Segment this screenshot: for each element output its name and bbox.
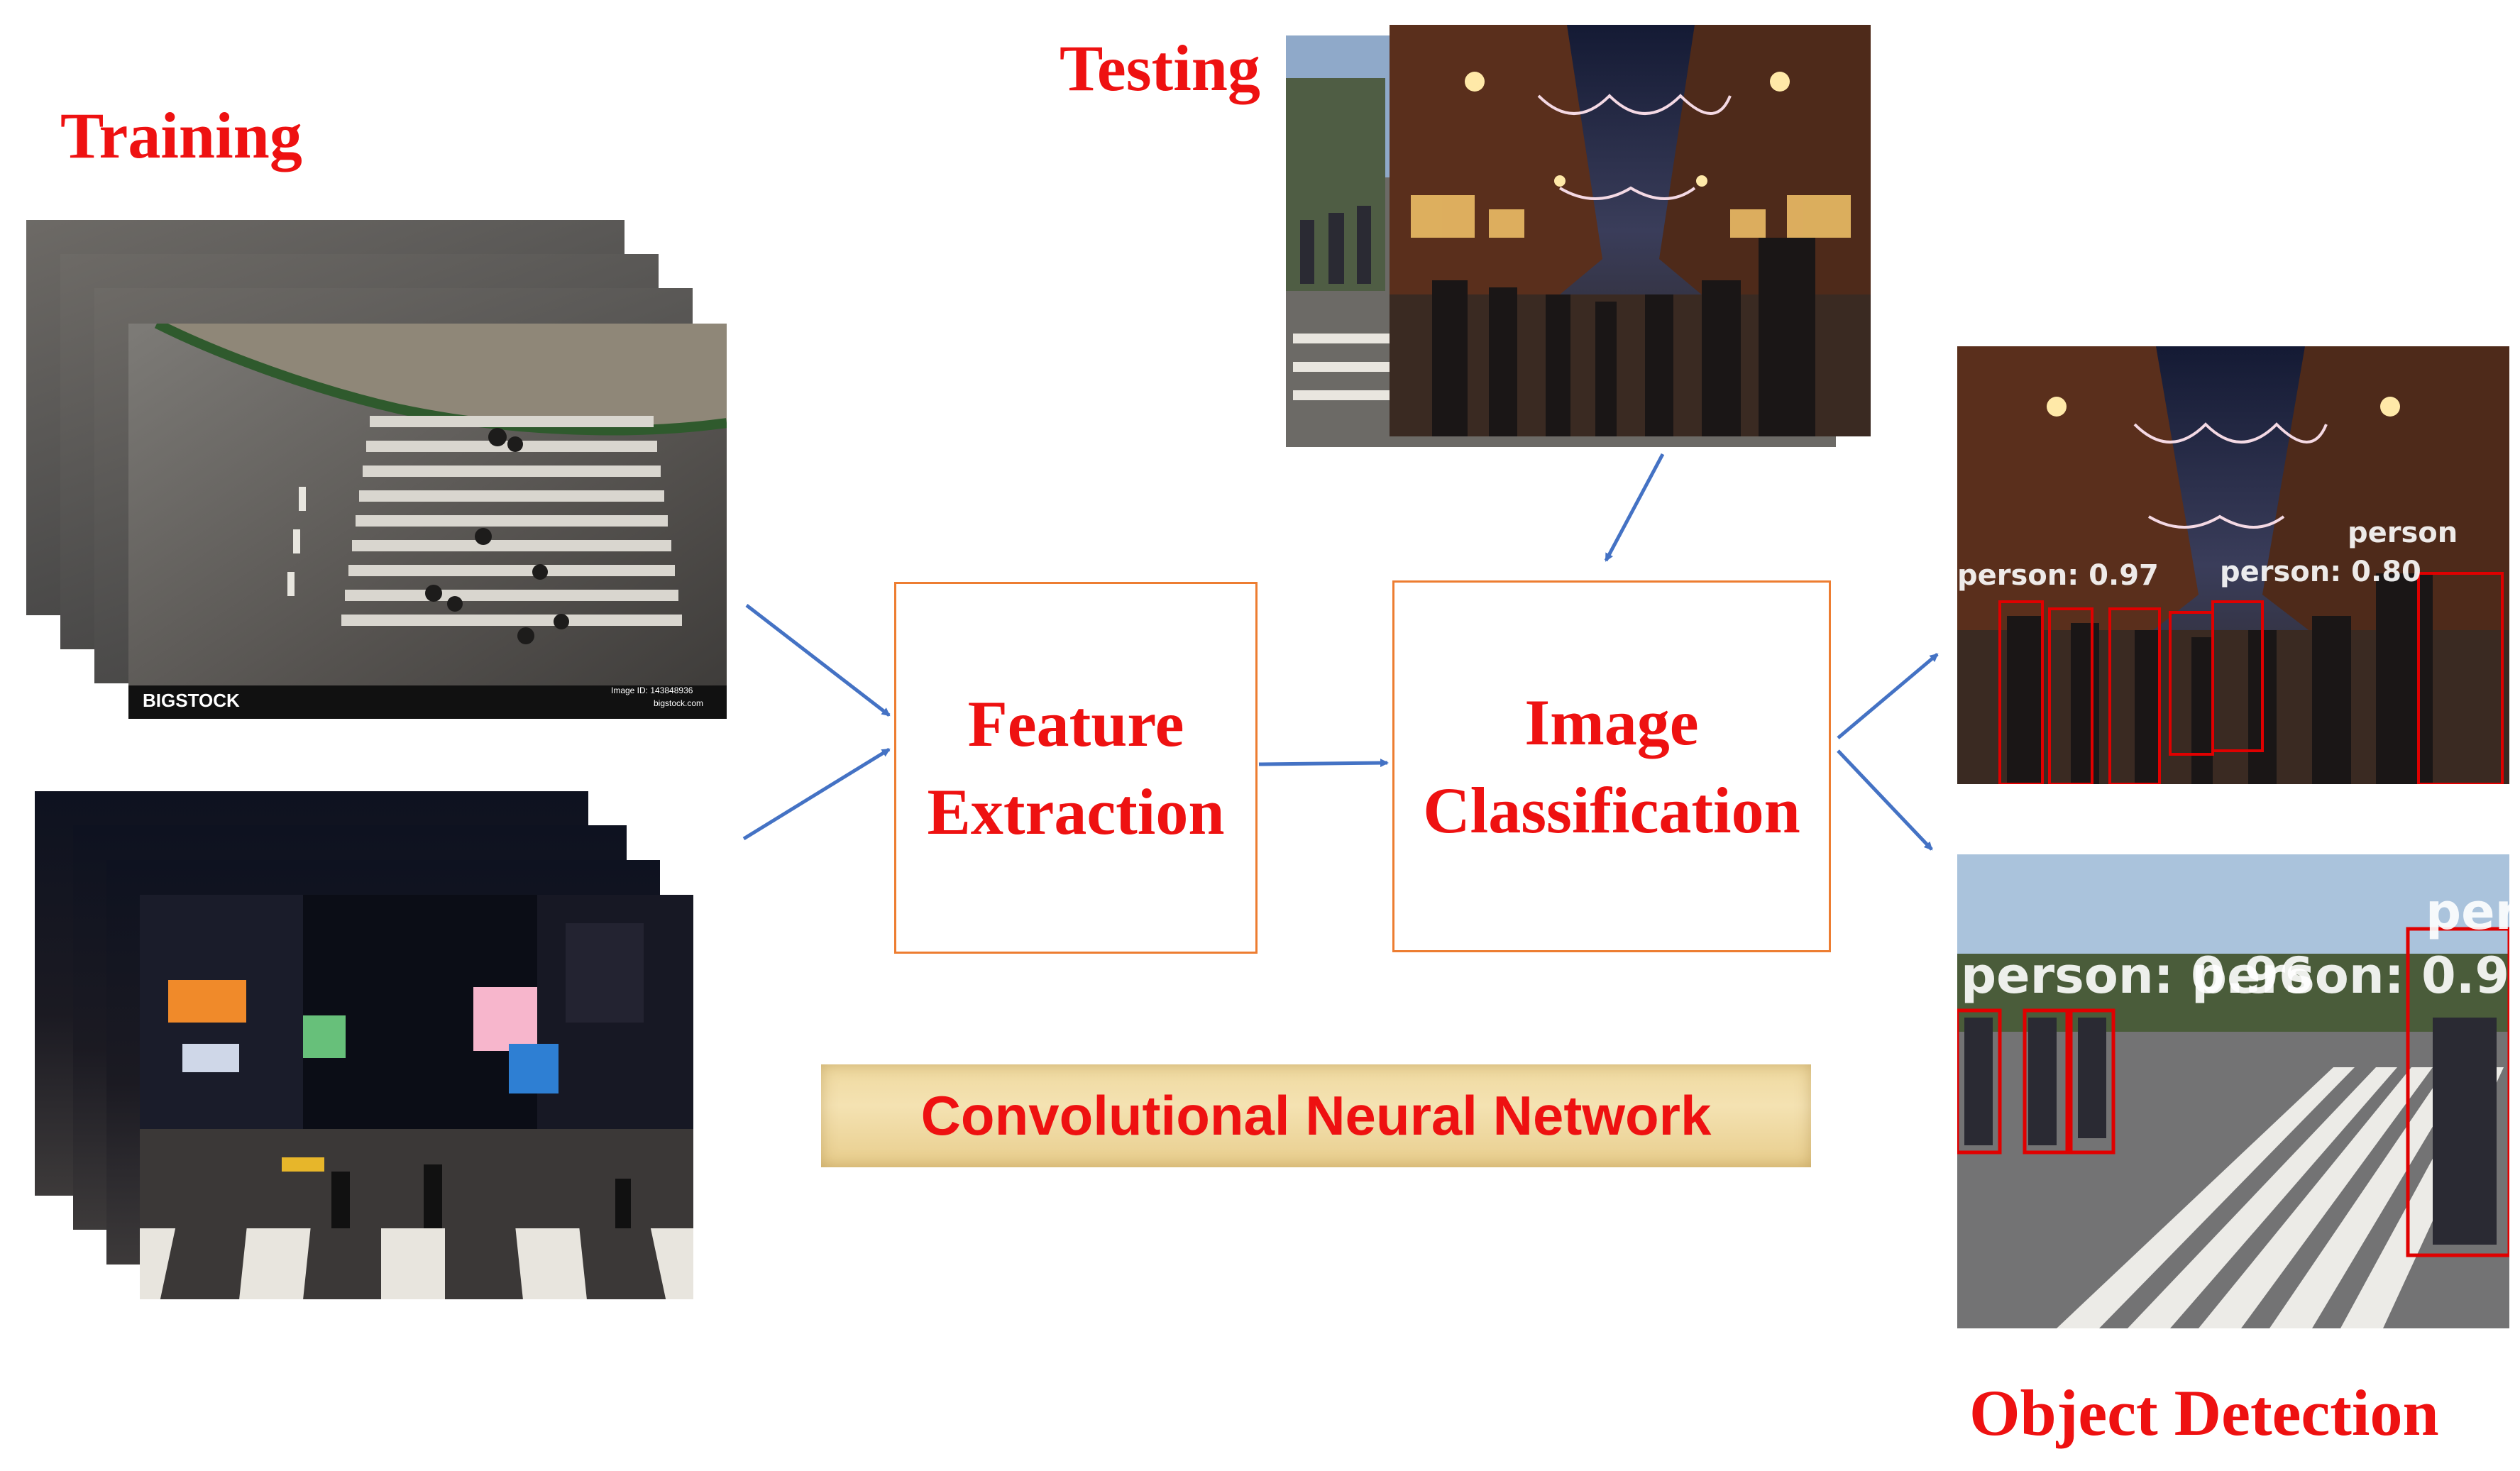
detection-label-6: person: [2426, 883, 2509, 941]
detection-label-4: person: 0.96: [1961, 947, 2313, 1005]
bigstock-url: bigstock.com: [654, 698, 704, 708]
feature-extraction-line-2: Extraction: [927, 776, 1225, 848]
training-image-1-front: BIGSTOCK Image ID: 143848936 bigstock.co…: [128, 324, 727, 719]
detection-label-1: person: 0.97: [1957, 559, 2159, 592]
arrow-classification-to-detection-2: [1837, 749, 1933, 851]
image-classification-line-1: Image: [1524, 685, 1699, 759]
testing-label: Testing: [1060, 32, 1260, 104]
arrow-training-2-to-feature: [742, 747, 891, 841]
bigstock-watermark: BIGSTOCK: [143, 690, 240, 711]
detection-label-3: person: [2348, 517, 2458, 549]
detection-label-2: person: 0.80: [2220, 556, 2421, 588]
feature-extraction-line-1: Feature: [967, 687, 1184, 760]
image-classification-line-2: Classification: [1423, 774, 1800, 847]
arrow-feature-to-classification: [1258, 759, 1389, 768]
image-classification-box: Image Classification: [1392, 580, 1831, 952]
feature-extraction-box: Feature Extraction: [894, 582, 1258, 954]
cnn-banner: Convolutional Neural Network: [821, 1064, 1811, 1167]
arrow-classification-to-detection-1: [1837, 653, 1939, 739]
testing-image-front: [1390, 25, 1871, 436]
training-image-2-front: [140, 895, 693, 1299]
training-label: Training: [60, 99, 302, 172]
detection-output-image-2: person: 0.96 person: 0.92 person: [1957, 854, 2509, 1328]
arrow-testing-to-classification: [1604, 453, 1665, 562]
object-detection-label: Object Detection: [1969, 1377, 2439, 1449]
detection-output-image-1: person: 0.97 person: 0.80 person: [1957, 346, 2509, 784]
arrow-training-1-to-feature: [745, 604, 891, 717]
bigstock-image-id: Image ID: 143848936: [611, 685, 693, 695]
detection-label-5: person: 0.92: [2191, 947, 2509, 1005]
